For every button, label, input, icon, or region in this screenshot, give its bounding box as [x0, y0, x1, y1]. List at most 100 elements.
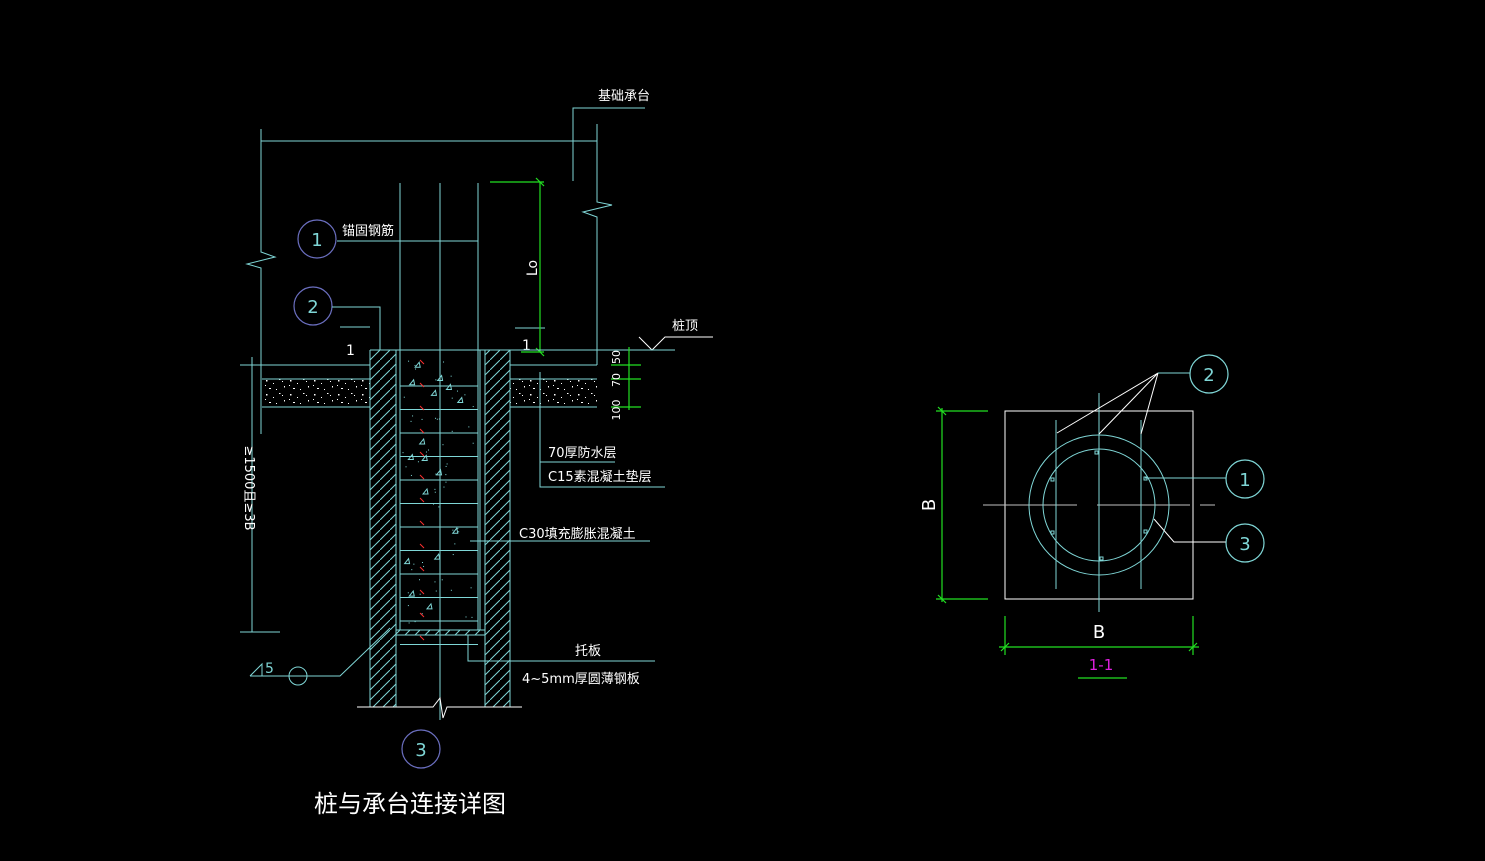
aggregate-dot [417, 461, 419, 463]
label-steel-plate: 4~5mm厚圆薄钢板 [522, 672, 640, 687]
aggregate-dot [446, 463, 448, 465]
aggregate-dot [435, 379, 437, 381]
aggregate-triangle [414, 361, 421, 368]
aggregate-dot [410, 420, 412, 422]
aggregate-dot [419, 579, 421, 581]
fill-concrete-core [399, 350, 481, 645]
callout-bubble-2: 2 [293, 286, 381, 350]
label-cushion: C15素混凝土垫层 [548, 469, 652, 485]
aggregate-dot [452, 529, 454, 531]
layer-dimensions [611, 347, 641, 410]
aggregate-dot [454, 543, 456, 545]
rebar-tie-mark [419, 635, 425, 641]
aggregate-dot [421, 418, 423, 420]
support-plate [396, 629, 655, 662]
dim-70: 70 [610, 373, 623, 387]
aggregate-triangle [456, 396, 464, 404]
aggregate-dot [470, 587, 472, 589]
aggregate-dot [465, 616, 467, 618]
aggregate-dot [414, 365, 416, 367]
aggregate-dot [443, 486, 445, 488]
anchor-length-dimension [490, 177, 545, 357]
aggregate-triangle [451, 527, 459, 534]
aggregate-dot [425, 451, 427, 453]
label-anchor-rebar: 锚固钢筋 [342, 223, 394, 239]
rebar-tie-mark [419, 612, 425, 618]
anchor-rebars [337, 183, 479, 720]
rebar-tie-mark [419, 474, 425, 480]
aggregate-dot [442, 444, 444, 446]
aggregate-triangle [445, 383, 453, 390]
aggregate-dot [412, 415, 414, 417]
aggregate-dot [408, 622, 410, 624]
aggregate-dot [434, 417, 436, 419]
dim-50: 50 [610, 350, 623, 364]
aggregate-dot [456, 390, 458, 392]
weld-symbol [249, 627, 391, 686]
section-bubble-1: 1 [1239, 470, 1250, 491]
aggregate-dot [472, 406, 474, 408]
aggregate-dot [445, 481, 447, 483]
rebar-tie-mark [419, 520, 425, 526]
label-fill-concrete: C30填充膨胀混凝土 [519, 526, 636, 542]
aggregate-dot [413, 563, 415, 565]
section-width-label: B [1093, 622, 1105, 643]
pile-top-marker [510, 336, 713, 351]
aggregate-triangle [408, 589, 415, 597]
aggregate-dot [472, 442, 474, 444]
section-bubble-3: 3 [1239, 534, 1250, 555]
aggregate-dot [410, 474, 412, 476]
section-height-label: B [919, 499, 940, 511]
drawing-title: 桩与承台连接详图 [314, 790, 506, 818]
rebar-tie-mark [419, 359, 425, 365]
rebar-tie-mark [419, 589, 425, 595]
aggregate-dot [445, 465, 447, 467]
aggregate-dot [451, 430, 453, 432]
aggregate-dot [402, 452, 404, 454]
aggregate-dot [434, 488, 436, 490]
aggregate-triangle [433, 552, 441, 560]
rebar-tie-mark [419, 382, 425, 388]
label-anchor-length: Lo [525, 260, 541, 276]
aggregate-dot [450, 589, 452, 591]
aggregate-dot [438, 506, 440, 508]
section-dim-vertical [936, 406, 988, 604]
bubble-3-number: 3 [415, 740, 426, 761]
aggregate-dot [422, 561, 424, 563]
aggregate-dot [407, 605, 409, 607]
section-leader-3: 3 [1153, 518, 1265, 563]
section-mark-right: 1 [522, 338, 531, 354]
section-label: 1-1 [1089, 656, 1114, 674]
rebar-tie-mark [419, 451, 425, 457]
pile-cap-outline [245, 107, 645, 434]
depth-dimension [240, 357, 280, 633]
aggregate-dot [471, 616, 473, 618]
aggregate-dot [414, 621, 416, 623]
aggregate-triangle [421, 487, 429, 495]
aggregate-dot [407, 592, 409, 594]
aggregate-dot [451, 397, 453, 399]
aggregate-dot [435, 590, 437, 592]
cushion-layer [245, 364, 597, 408]
aggregate-dot [445, 474, 447, 476]
label-support-plate: 托板 [575, 644, 601, 659]
aggregate-triangle [407, 453, 414, 460]
bubble-1-number: 1 [311, 230, 322, 251]
aggregate-dot [434, 581, 436, 583]
section-bubble-2: 2 [1203, 365, 1214, 386]
callout-bubble-3: 3 [401, 729, 441, 769]
rebar-tie-mark [419, 543, 425, 549]
aggregate-triangle [418, 437, 426, 445]
aggregate-dot [452, 554, 454, 556]
aggregate-triangle [430, 389, 438, 396]
label-pile-top: 桩顶 [672, 319, 698, 334]
section-leader-1: 1 [1145, 459, 1265, 499]
rebar-tie-mark [419, 405, 425, 411]
elevation-view: 基础承台 1 锚固钢筋 2 1 1 [240, 89, 713, 818]
aggregate-triangle [425, 602, 433, 610]
callout-bubble-1: 1 [297, 219, 337, 259]
aggregate-dot [435, 473, 437, 475]
aggregate-dot [421, 613, 423, 615]
aggregate-dot [433, 503, 435, 505]
aggregate-dot [415, 368, 417, 370]
